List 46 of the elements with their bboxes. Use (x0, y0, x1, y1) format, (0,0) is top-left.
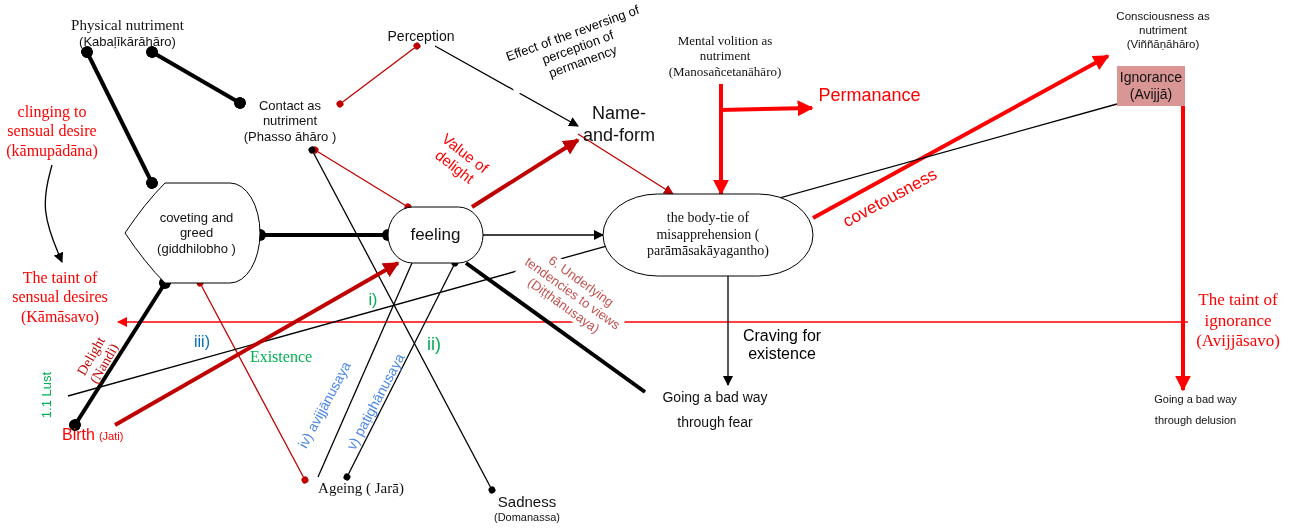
annotation-text: i) (368, 291, 378, 309)
concept-label: Ignorance (Avijjā) (1118, 69, 1184, 103)
concept-label: coveting and greed (giddhilobho ) (156, 209, 237, 257)
concept-label: Mental volition as nutriment (Manosañcetanāhāro) (667, 32, 783, 80)
concept-label: Birth (62, 425, 95, 445)
concept-label: (Domanassa) (494, 511, 560, 525)
concept-label: (Kabaḷīkārāhāro) (79, 34, 176, 50)
arrow (1175, 106, 1191, 392)
connector-line (308, 146, 496, 494)
arrow (114, 261, 400, 427)
annotation-text: ii) (427, 335, 441, 355)
arrow (812, 54, 1110, 220)
concept-label: The taint of sensual desires (Kāmāsavo) (11, 268, 109, 326)
arrow (470, 138, 580, 209)
concept-label: the body-tie of misapprehension ( parāmāsakāyagantho) (645, 209, 771, 261)
edge-label: Craving for existence (741, 326, 823, 364)
concept-label: Contact as nutriment (Phasso āhāro ) (242, 97, 338, 145)
connector-line (81, 46, 158, 189)
annotation-text: iii) (194, 333, 210, 351)
arrow (117, 317, 1189, 327)
concept-label: Sadness (497, 493, 557, 512)
connector-line (317, 262, 413, 478)
arrow (434, 45, 579, 127)
concept-label: Going a bad way through fear (661, 387, 769, 432)
arrow (577, 133, 674, 195)
concept-label: Permanance (818, 85, 921, 107)
arrow (719, 84, 814, 117)
concept-label: Ageing ( Jarā) (318, 479, 404, 497)
concept-label: Perception (387, 27, 455, 45)
arrow (482, 230, 604, 240)
annotation-text: 1.1 Lust (39, 371, 55, 419)
concept-label: Consciousness as nutriment (Viññāṇāhāro) (1115, 10, 1211, 52)
concept-label: Physical nutriment (71, 16, 184, 35)
concept-label: clinging to sensual desire (kāmupādāna) (5, 102, 99, 160)
connector-line (336, 42, 421, 108)
arrow (723, 275, 733, 386)
connector-line (146, 46, 246, 109)
concept-label: Name-and-form (582, 103, 656, 147)
concept-label: feeling (410, 224, 461, 246)
connector-line (464, 261, 647, 394)
annotation-text: Existence (249, 348, 313, 366)
arrow (44, 164, 64, 263)
concept-label: (Jati) (98, 430, 124, 444)
connector-line (69, 277, 171, 431)
concept-label: The taint of ignorance (Avijjāsavo) (1195, 290, 1281, 352)
concept-label: Going a bad way through delusion (1153, 392, 1238, 428)
